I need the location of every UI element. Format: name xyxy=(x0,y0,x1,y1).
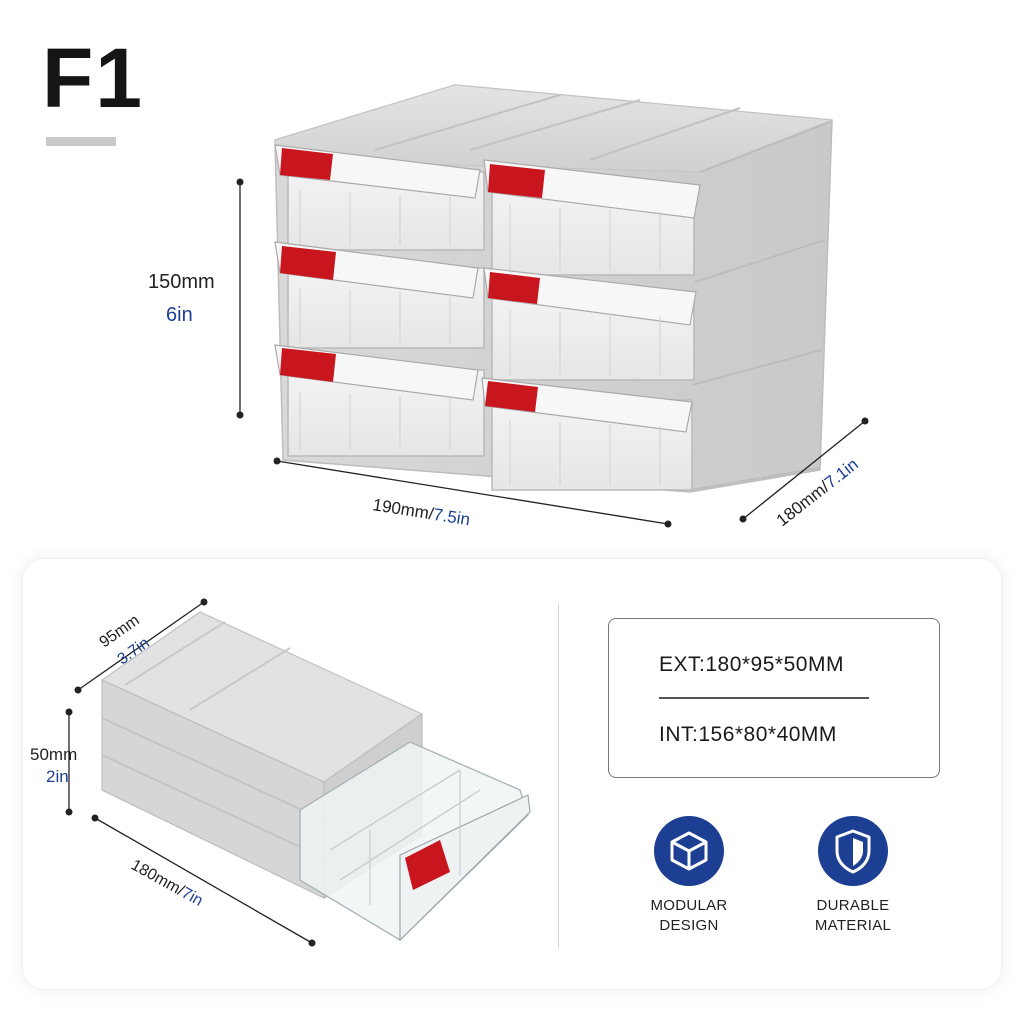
drawer-left-1 xyxy=(274,144,485,251)
height-in-label: 6in xyxy=(166,304,193,326)
width-label: 190mm/7.5in xyxy=(371,495,471,529)
spec-divider xyxy=(659,697,869,699)
drawer-right-1 xyxy=(483,159,701,276)
feature-modular-line2: DESIGN xyxy=(659,917,719,934)
external-dimensions-text: EXT:180*95*50MM xyxy=(659,653,844,676)
width-in-label: 7.5in xyxy=(432,505,471,530)
cabinet-illustration: 150mm 6in 190mm/7.5in 180mm/7.1in xyxy=(148,84,869,530)
feature-durable-line2: MATERIAL xyxy=(814,917,892,934)
feature-modular: MODULAR DESIGN xyxy=(614,816,764,936)
depth-mm-label: 180mm/ xyxy=(773,477,833,530)
brand-title: F1 xyxy=(42,31,145,125)
height-dimension-line xyxy=(236,178,244,419)
feature-modular-line1: MODULAR xyxy=(650,897,728,914)
depth-in-label: 7.1in xyxy=(821,455,862,493)
drawer-right-3 xyxy=(481,377,693,491)
spec-box: EXT:180*95*50MM INT:156*80*40MM xyxy=(608,618,940,778)
panel-divider xyxy=(558,604,559,948)
internal-dimensions-text: INT:156*80*40MM xyxy=(659,723,837,746)
shield-icon xyxy=(818,816,888,886)
cube-icon xyxy=(654,816,724,886)
brand-underline xyxy=(46,137,116,146)
feature-durable: DURABLE MATERIAL xyxy=(778,816,928,936)
width-mm-label: 190mm/ xyxy=(371,495,435,523)
depth-dimension-line xyxy=(739,417,869,523)
feature-durable-line1: DURABLE xyxy=(816,897,890,914)
drawer-right-2 xyxy=(483,267,697,381)
width-dimension-line xyxy=(273,457,672,528)
height-mm-label: 150mm xyxy=(148,271,215,293)
drawer-left-3 xyxy=(274,344,485,457)
drawer-left-2 xyxy=(274,241,485,349)
